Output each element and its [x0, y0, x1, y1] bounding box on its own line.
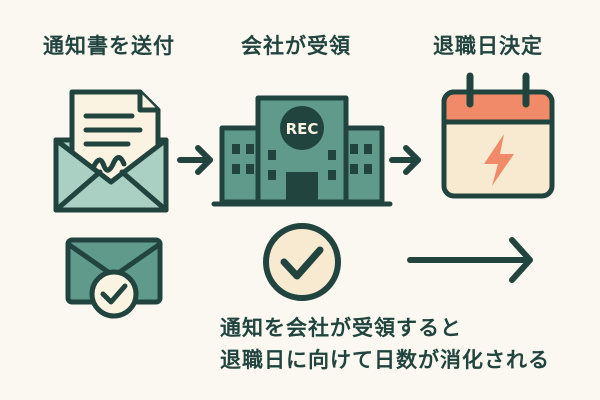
caption-line-2: 退職日に向けて日数が消化される — [220, 348, 550, 372]
check-circle-icon — [263, 223, 341, 301]
letter-envelope-icon — [53, 89, 169, 213]
step-title-receive: 会社が受領 — [241, 34, 351, 58]
envelope-check-icon — [65, 237, 163, 319]
building-sign-text: REC — [286, 120, 319, 138]
step-title-send: 通知書を送付 — [43, 34, 175, 58]
arrow-icon — [177, 145, 213, 175]
calendar-lightning-icon — [441, 72, 555, 199]
arrow-icon — [389, 145, 421, 175]
company-building-icon — [211, 95, 393, 207]
long-arrow-icon — [407, 237, 533, 283]
step-title-decide: 退職日決定 — [433, 34, 543, 58]
caption: 通知を会社が受領すると 退職日に向けて日数が消化される — [220, 312, 550, 376]
caption-line-1: 通知を会社が受領すると — [220, 316, 462, 340]
